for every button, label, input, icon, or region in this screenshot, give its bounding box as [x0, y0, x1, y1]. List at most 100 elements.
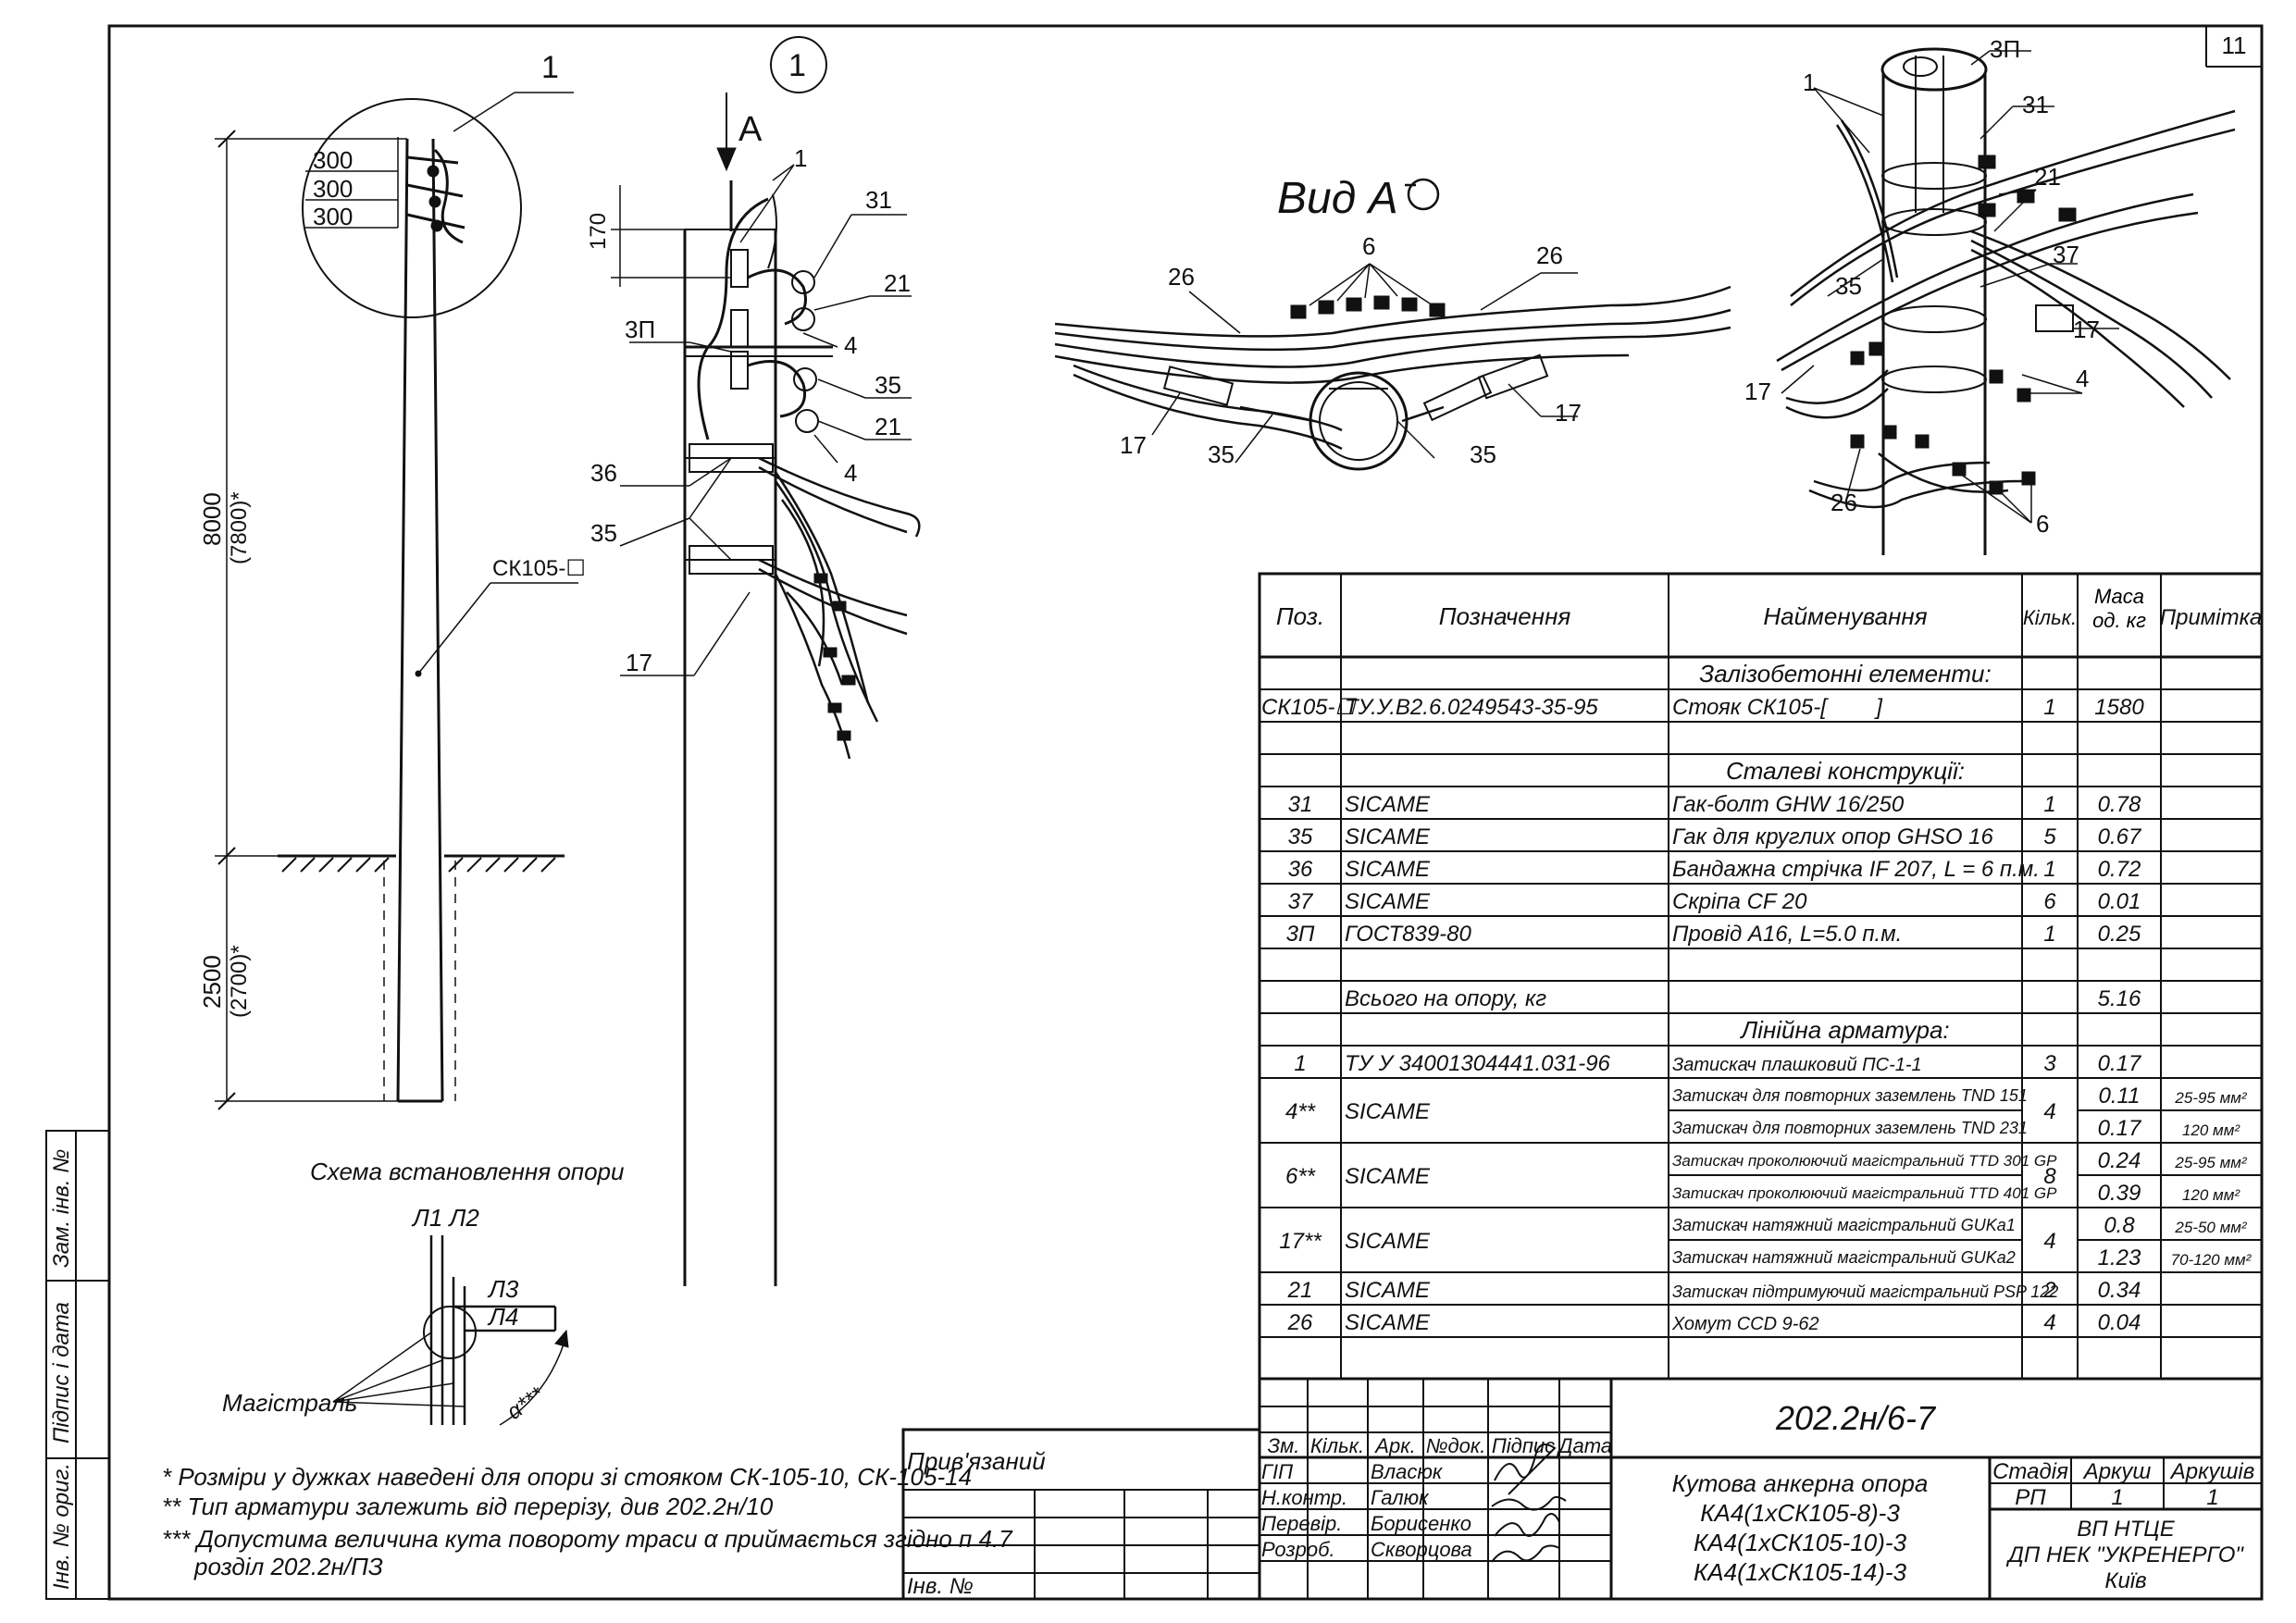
view-a	[1054, 178, 1731, 471]
group6-mass2: 0.39	[2098, 1181, 2141, 1206]
sheet-number: 11	[2222, 31, 2247, 59]
note-4: розділ 202.2н/ПЗ	[193, 1553, 383, 1580]
group17-note1: 25-50 мм²	[2174, 1219, 2248, 1236]
col-ark: Арк.	[1373, 1434, 1415, 1457]
hdr-designation: Позначення	[1439, 602, 1571, 630]
group17-mass2: 1.23	[2098, 1245, 2141, 1270]
row26-mass: 0.04	[2098, 1310, 2141, 1335]
col-izm: Зм.	[1268, 1434, 1300, 1457]
view-a-label-26a: 26	[1168, 263, 1195, 291]
group6-pos: 6**	[1285, 1164, 1316, 1189]
signatures	[1491, 1443, 1567, 1563]
detail-label-3p: 3П	[625, 316, 655, 343]
group17-note2: 70-120 мм²	[2171, 1251, 2253, 1269]
steel-row-mass: 0.72	[2098, 857, 2141, 882]
spec-table-grid	[1258, 572, 2264, 1381]
steel-row-mass: 0.67	[2098, 824, 2142, 849]
dim-300-b: 300	[313, 175, 353, 203]
group4-des: SICAME	[1345, 1099, 1431, 1124]
name-skvortsova: Скворцова	[1371, 1538, 1472, 1561]
group4-note2: 120 мм²	[2182, 1121, 2240, 1139]
role-rozrob: Розроб.	[1261, 1538, 1335, 1561]
detail-label-35b: 35	[590, 519, 617, 547]
steel-row-pos: 31	[1288, 792, 1313, 817]
row21-mass: 0.34	[2098, 1278, 2141, 1303]
iso-label-6: 6	[2036, 510, 2049, 538]
detail-label-21b: 21	[875, 413, 901, 440]
group4-note1: 25-95 мм²	[2174, 1089, 2248, 1107]
name-borysenko: Борисенко	[1371, 1512, 1471, 1535]
side-strip	[45, 1130, 110, 1600]
iso-label-17a: 17	[2073, 316, 2100, 343]
group17-pos: 17**	[1279, 1229, 1322, 1254]
steel-row-des: SICAME	[1345, 792, 1431, 817]
group17-name2: Затискач натяжний магістральний GUKa2	[1672, 1248, 2016, 1267]
dim-height-below: 2500	[198, 955, 226, 1009]
scheme-l3: Л3	[487, 1275, 519, 1303]
detail-label-1: 1	[794, 144, 807, 172]
steel-row-qty: 6	[2043, 889, 2056, 914]
group6-name2: Затискач проколюючий магістральний TTD 4…	[1672, 1184, 2057, 1202]
view-a-label-26b: 26	[1536, 242, 1563, 269]
steel-row-mass: 0.01	[2098, 889, 2141, 914]
scheme-l12: Л1 Л2	[411, 1204, 479, 1232]
detail-label-17: 17	[626, 649, 652, 676]
row26-pos: 26	[1287, 1310, 1313, 1335]
view-a-label-6: 6	[1362, 232, 1375, 260]
detail-label-21a: 21	[884, 269, 911, 297]
sheet-header: Аркуш	[2082, 1459, 2152, 1484]
row21-qty: 2	[2042, 1278, 2055, 1303]
org-line-1: ВП НТЦЕ	[2077, 1517, 2176, 1542]
bound-label: Прив'язаний	[907, 1447, 1046, 1475]
inv-label: Інв. №	[907, 1574, 974, 1599]
dim-height-above: 8000	[198, 492, 226, 546]
detail-label-4a: 4	[844, 331, 857, 359]
steel-row-qty: 1	[2043, 857, 2055, 882]
org-line-3: Київ	[2104, 1568, 2146, 1593]
dim-300-c: 300	[313, 203, 353, 230]
note-2: ** Тип арматури залежить від перерізу, д…	[162, 1493, 774, 1520]
note-3: *** Допустима величина кута повороту тра…	[162, 1525, 1013, 1553]
group4-name2: Затискач для повторних заземлень TND 231	[1672, 1119, 2028, 1137]
doc-code: 202.2н/6-7	[1775, 1399, 1937, 1437]
hdr-qty: Кільк.	[2023, 606, 2077, 629]
row26-qty: 4	[2043, 1310, 2055, 1335]
pole-elevation	[215, 92, 578, 1110]
steel-row-name: Бандажна стрічка IF 207, L = 6 п.м.	[1672, 857, 2040, 882]
iso-label-4: 4	[2076, 365, 2089, 392]
iso-label-17b: 17	[1744, 378, 1771, 405]
group6-note1: 25-95 мм²	[2174, 1154, 2248, 1171]
steel-row-mass: 0.78	[2098, 792, 2141, 817]
title-line-4: КА4(1хСК105-14)-3	[1694, 1558, 1907, 1586]
dim-height-below-alt: (2700)*	[227, 945, 252, 1018]
view-a-title: Вид А	[1277, 174, 1398, 223]
title-line-3: КА4(1хСК105-10)-3	[1694, 1529, 1907, 1556]
detail-dim-170: 170	[586, 213, 611, 250]
view-a-label-17b: 17	[1555, 399, 1582, 427]
row26-des: SICAME	[1345, 1310, 1431, 1335]
steel-row-qty: 1	[2043, 792, 2055, 817]
steel-row-pos: 37	[1288, 889, 1314, 914]
group4-qty: 4	[2043, 1099, 2055, 1124]
group4-pos: 4**	[1285, 1099, 1316, 1124]
left-callout: 1	[541, 50, 559, 85]
detail-arrow-label: А	[738, 110, 763, 149]
title-block-grid	[901, 1377, 2264, 1601]
scheme-mag: Магістраль	[222, 1389, 357, 1417]
group17-qty: 4	[2043, 1229, 2055, 1254]
row-concrete-mass: 1580	[2094, 695, 2144, 720]
steel-row-des: SICAME	[1345, 857, 1431, 882]
steel-row-mass: 0.25	[2098, 922, 2141, 947]
group4-mass2: 0.17	[2098, 1116, 2142, 1141]
group17-des: SICAME	[1345, 1229, 1431, 1254]
row1-qty: 3	[2043, 1051, 2056, 1076]
detail-label-4b: 4	[844, 459, 857, 487]
dim-300-a: 300	[313, 146, 353, 174]
detail-view	[611, 36, 921, 1286]
row-concrete-pos: СК105-☐	[1261, 695, 1358, 720]
total-label: Всього на опору, кг	[1345, 986, 1546, 1011]
stage-value: РП	[2015, 1485, 2046, 1510]
group6-name1: Затискач проколюючий магістральний TTD 3…	[1672, 1152, 2057, 1170]
